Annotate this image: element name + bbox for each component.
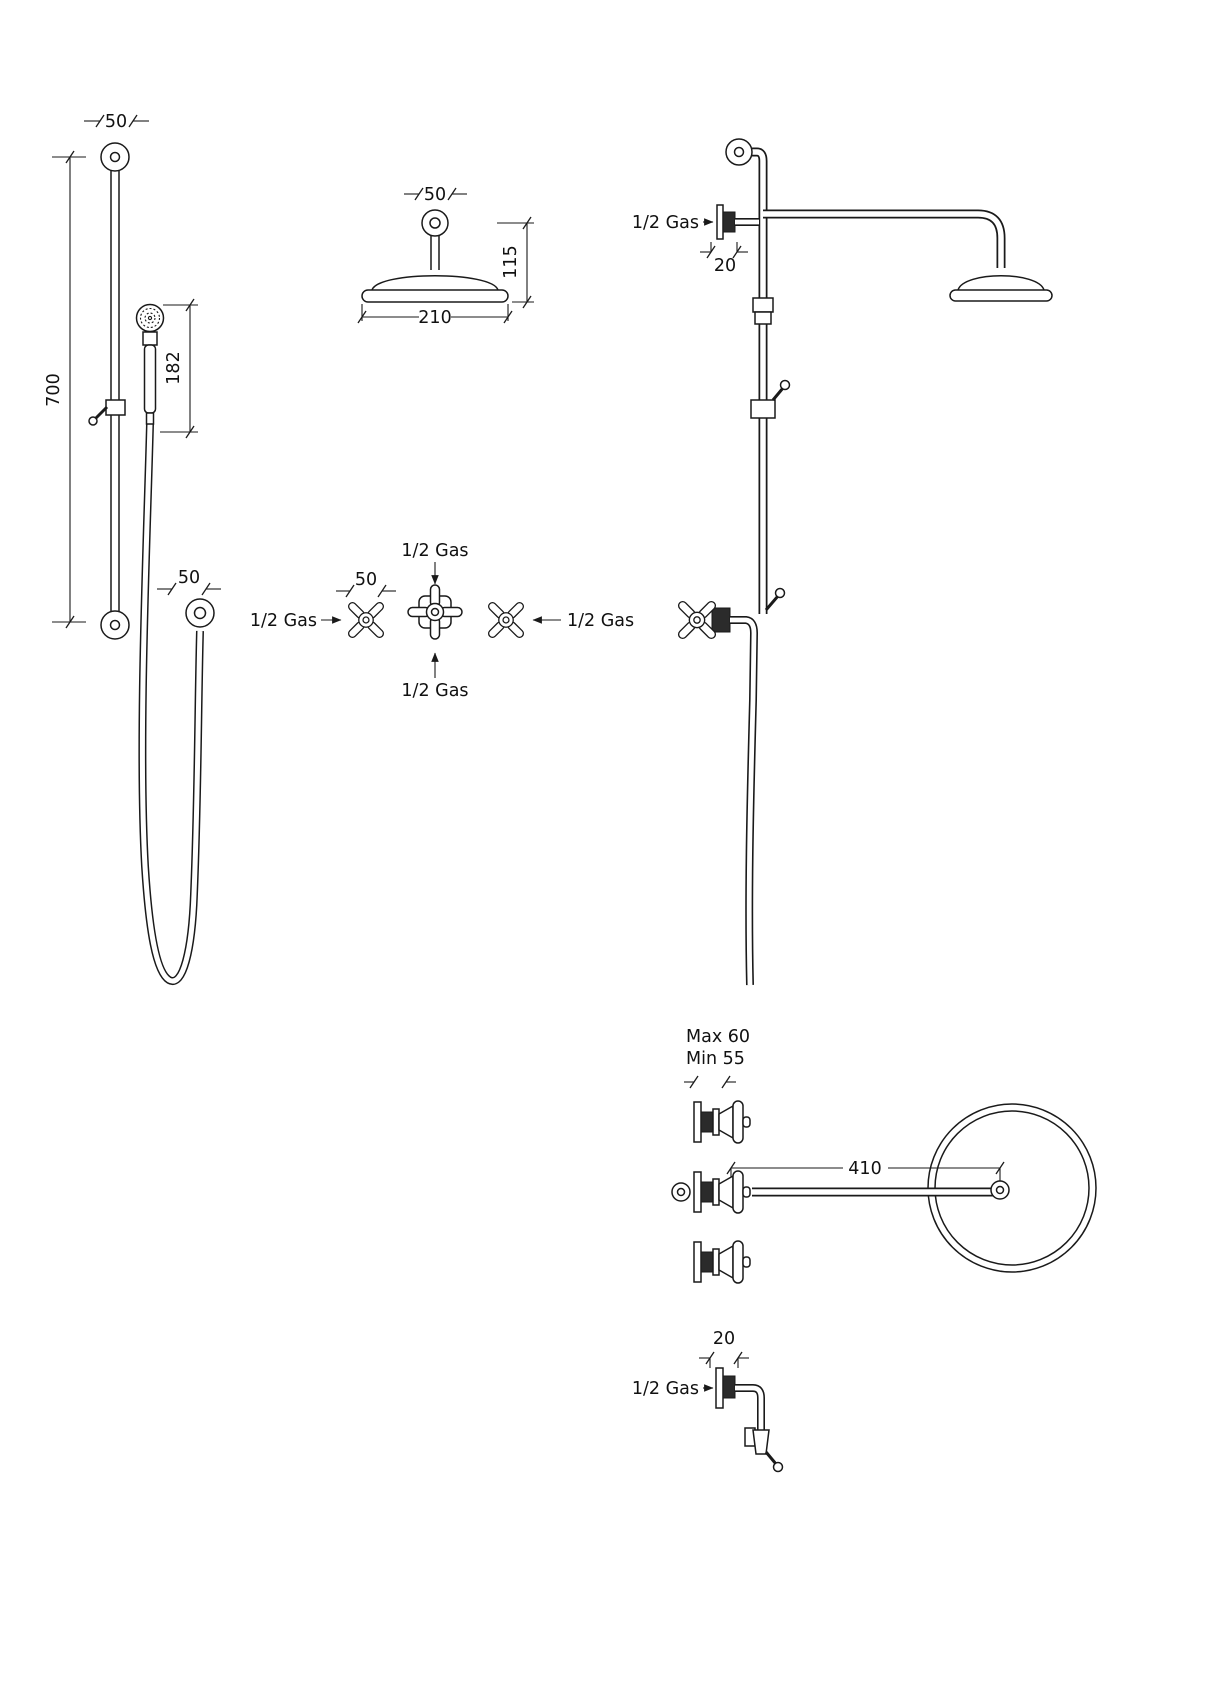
column-head-rim xyxy=(949,289,1053,302)
outlet-bell xyxy=(752,1429,770,1455)
label-depth-min: Min 55 xyxy=(686,1049,745,1069)
rail-slider-clamp xyxy=(105,399,126,416)
dim-rail-top-width: 50 xyxy=(105,112,127,132)
valve-side-unit-top xyxy=(693,1100,751,1144)
shower-hose xyxy=(138,423,204,985)
dim-handset-length: 182 xyxy=(164,351,184,384)
dim-outlet-width: 50 xyxy=(178,568,200,588)
crosshead-side-top xyxy=(732,1100,744,1144)
dim-arm-length: 410 xyxy=(848,1159,881,1179)
dim-head-diameter: 210 xyxy=(418,308,451,328)
diverter-lever-ball xyxy=(774,587,786,599)
label-column-inlet: 1/2 Gas xyxy=(632,213,699,233)
valve-side-unit-bottom xyxy=(693,1240,751,1284)
slider-clamp xyxy=(750,399,776,419)
dim-outlet-depth: 20 xyxy=(713,1329,735,1349)
label-valve-inlet-right: 1/2 Gas xyxy=(567,611,634,631)
crosshead-side-bottom xyxy=(732,1240,744,1284)
slide-rail-assembly: 50 700 1 xyxy=(44,112,221,985)
label-valve-inlet-left: 1/2 Gas xyxy=(250,611,317,631)
dim-column-inlet-depth: 20 xyxy=(714,256,736,276)
handset-handle xyxy=(143,344,157,414)
crosshead-handle-left xyxy=(332,586,400,654)
inlet-threaded-nipple xyxy=(722,211,736,233)
crosshead-side-middle xyxy=(732,1170,744,1214)
shower-column-side-view: 1/2 Gas 20 xyxy=(632,138,1053,986)
dim-head-inlet-width: 50 xyxy=(424,185,446,205)
hose-outlet-side-view: 20 1/2 Gas xyxy=(632,1329,784,1473)
label-depth-max: Max 60 xyxy=(686,1027,750,1047)
label-valve-outlet-top: 1/2 Gas xyxy=(401,541,468,561)
label-valve-outlet-bottom: 1/2 Gas xyxy=(401,681,468,701)
inlet-wall-plate xyxy=(716,204,724,240)
outlet-lever-ball xyxy=(772,1461,784,1473)
rail-bracket-upper xyxy=(752,297,774,313)
valve-depth-side-views: Max 60 Min 55 410 xyxy=(671,1027,1097,1284)
clamp-lever-ball xyxy=(779,379,791,391)
clamp-lever-knob xyxy=(88,416,98,426)
valve-side-unit-middle xyxy=(671,1170,751,1214)
valve-body-side xyxy=(711,607,731,633)
label-outlet-inlet: 1/2 Gas xyxy=(632,1379,699,1399)
dim-rail-length: 700 xyxy=(44,373,64,406)
outlet-wall-plate xyxy=(715,1367,724,1409)
dim-valve-handle-width: 50 xyxy=(355,570,377,590)
head-rim xyxy=(361,289,509,303)
rail-bracket-lower xyxy=(754,311,772,325)
shower-head-side-view: 50 210 115 xyxy=(357,185,534,328)
head-dome xyxy=(371,275,499,291)
dim-head-height: 115 xyxy=(501,245,521,278)
crosshead-handle-center xyxy=(407,584,463,640)
crosshead-handle-right xyxy=(472,586,540,654)
column-head-dome xyxy=(957,275,1045,291)
hand-shower xyxy=(88,303,165,426)
outlet-threaded-nipple xyxy=(722,1375,736,1399)
mixer-valve-front-view: 50 1/2 Gas 1/2 Gas 1/2 Gas 1/2 Gas xyxy=(250,541,634,701)
